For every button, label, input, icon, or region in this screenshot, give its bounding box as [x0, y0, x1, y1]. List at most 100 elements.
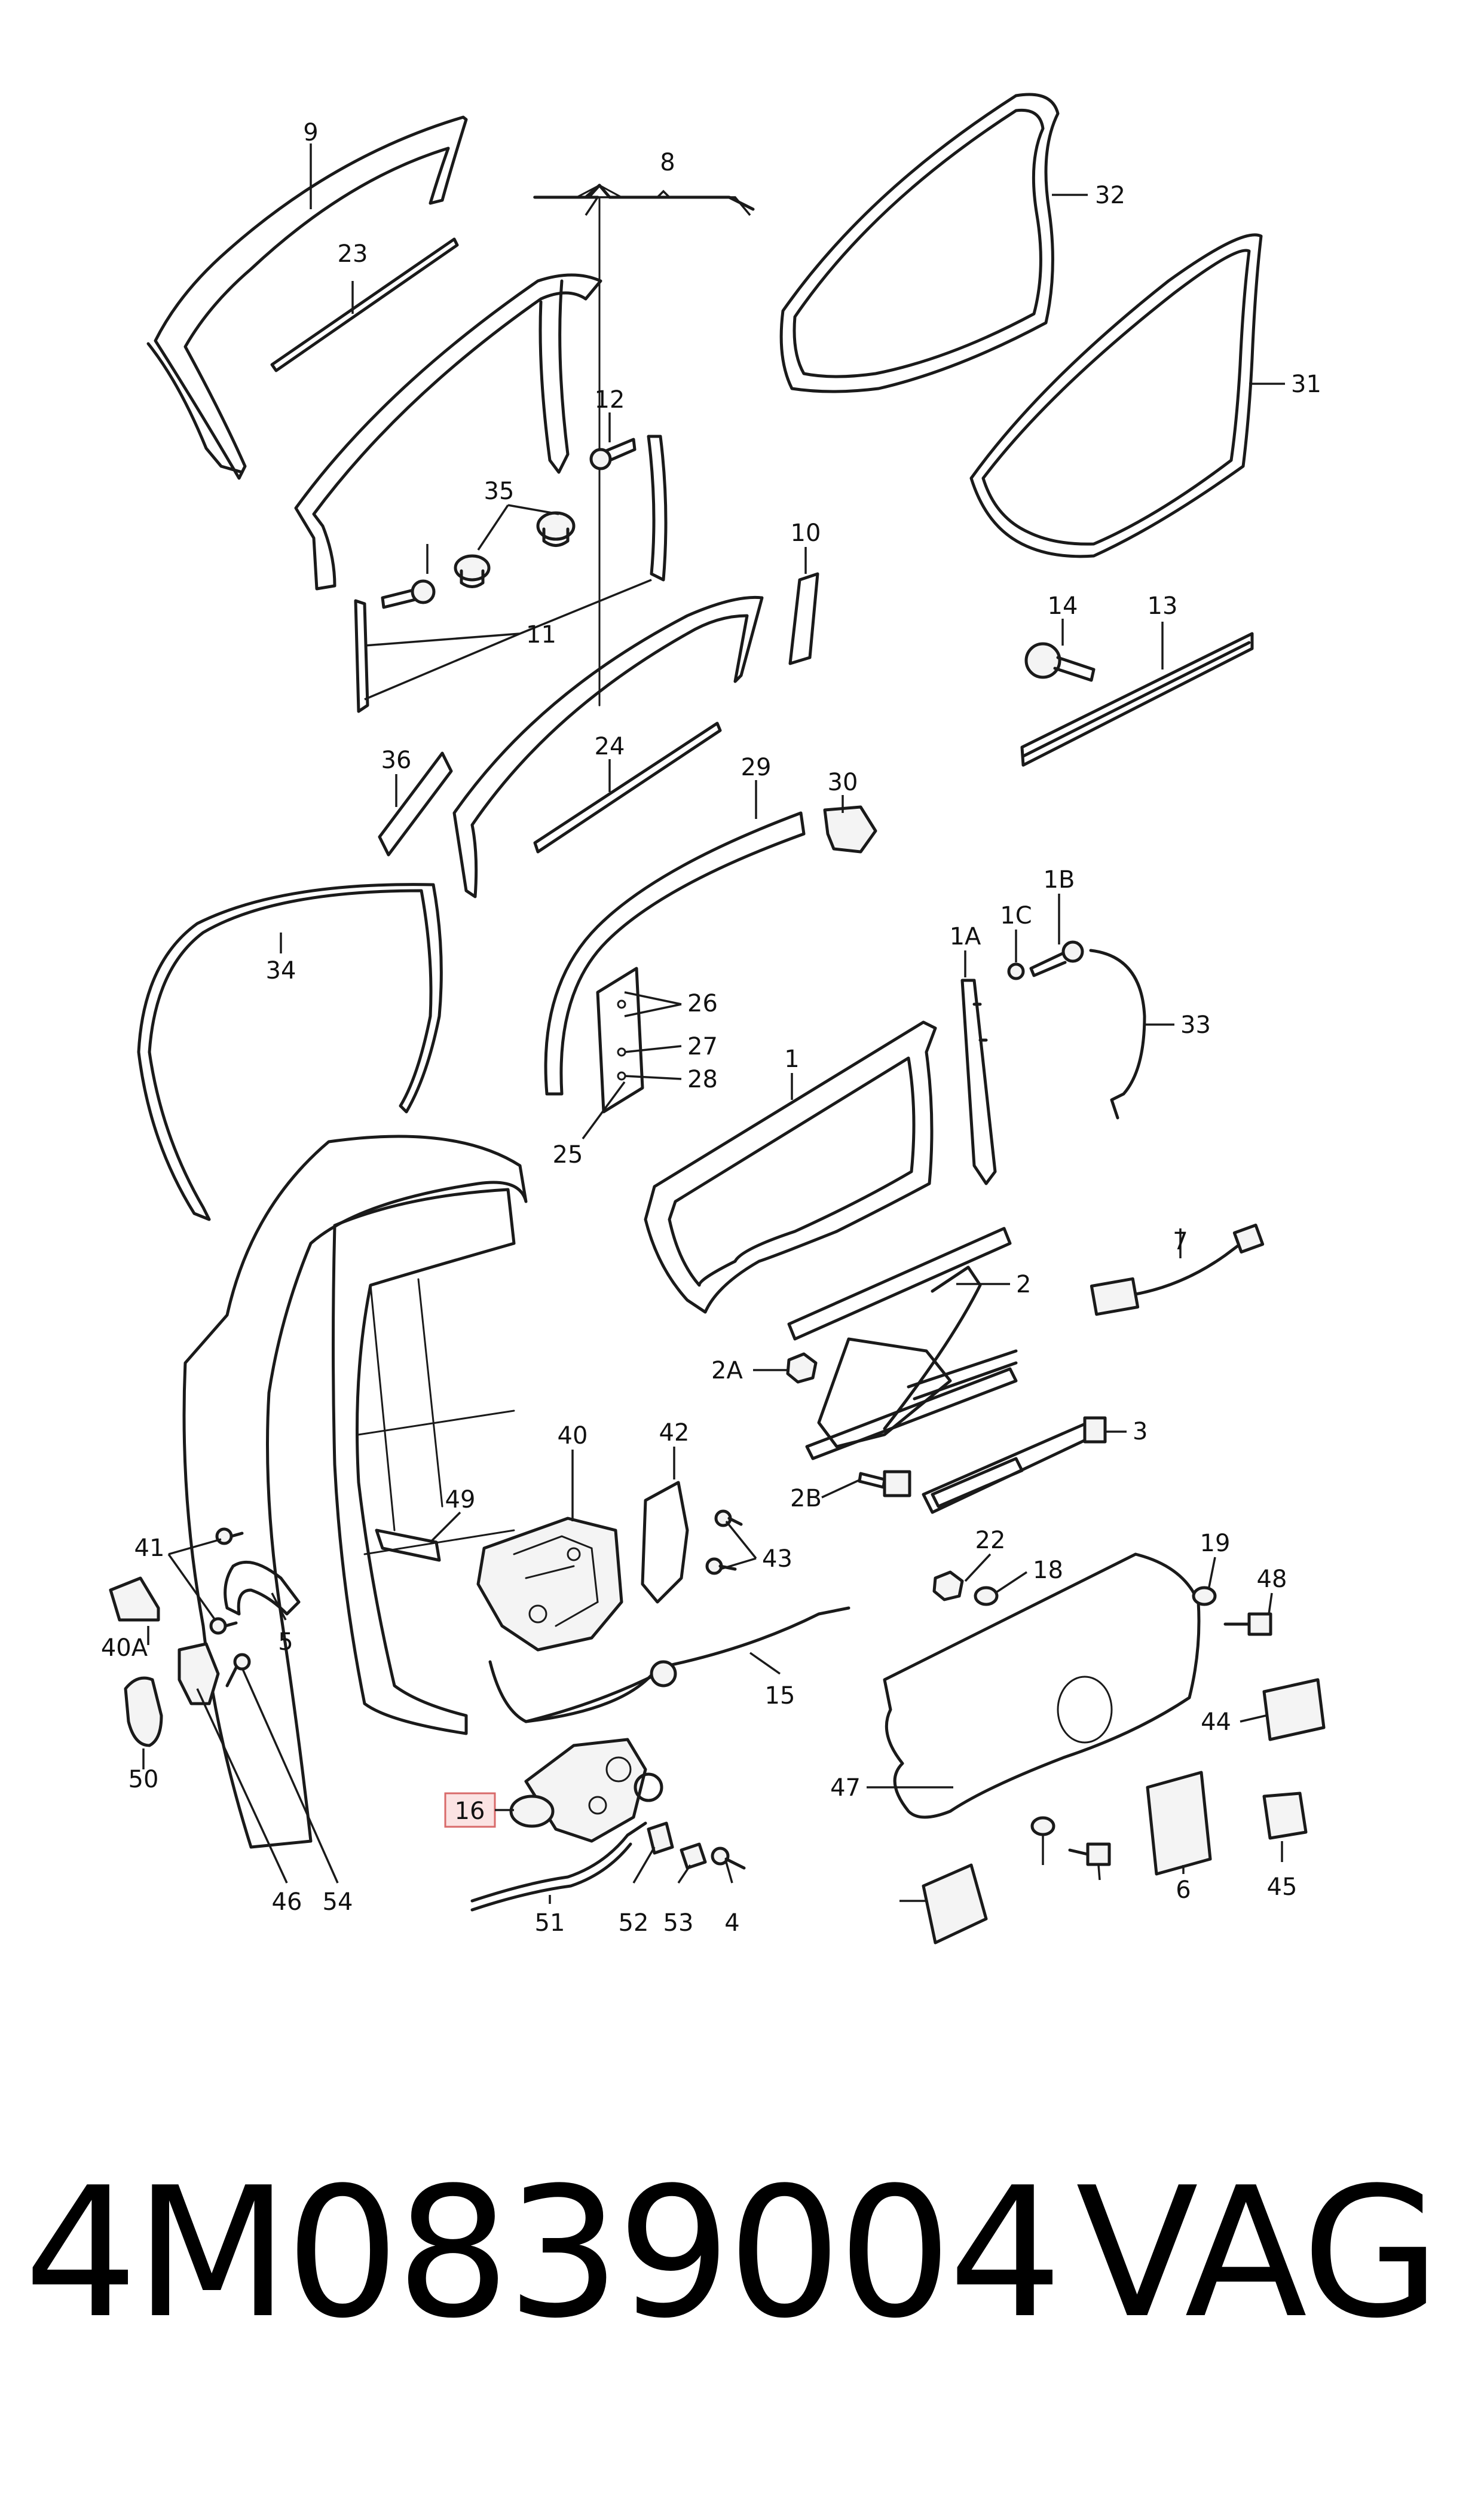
callout-label: 14: [1048, 592, 1078, 620]
callout-label: 27: [687, 1033, 718, 1060]
callout-label: 31: [1291, 371, 1321, 398]
callout-label: 50: [128, 1766, 159, 1793]
callout-label: 25: [553, 1141, 583, 1169]
callout-label: 1C: [1000, 902, 1032, 930]
leader-lines: [142, 143, 1285, 1904]
callout-label: 35: [484, 478, 515, 505]
callout-label: 6: [1176, 1876, 1191, 1904]
callout-label: 52: [619, 1909, 649, 1937]
callout-label: 19: [1200, 1530, 1231, 1557]
callout-label: 9: [303, 119, 318, 146]
part-15-panel: [883, 1552, 1201, 1819]
part-34-seal: [137, 883, 443, 1221]
callout-label: 13: [1148, 592, 1178, 620]
part-27-clip: [617, 1047, 626, 1057]
part-40-lock: [476, 1517, 623, 1652]
part-54-cable: [470, 1821, 647, 1912]
part-41-screws: [209, 1527, 244, 1635]
part-51-sleeve: [647, 1821, 674, 1855]
callout-label: 3: [1133, 1418, 1148, 1445]
part-50-actuator: [509, 1738, 663, 1843]
part-32-seal: [779, 93, 1060, 393]
part-52-bush: [680, 1842, 707, 1870]
callout-label: 30: [828, 769, 858, 796]
part-23-strip: [270, 237, 459, 372]
brand-name: VAG: [1076, 2149, 1440, 2358]
part-48-bumper: [109, 1576, 160, 1622]
exploded-parts-diagram: 9 23 8 32 31 12 35 11 10 14 13 36 24 29 …: [101, 93, 1326, 1945]
part-45-striker-plate: [178, 1642, 220, 1705]
callout-label: 2B: [790, 1485, 822, 1512]
callout-label: 41: [134, 1534, 165, 1562]
part-15-hole: [1057, 1676, 1113, 1744]
callout-label: 33: [1180, 1011, 1211, 1039]
callout-label: 1: [784, 1045, 799, 1073]
part-1A-guide-rail: [960, 979, 997, 1185]
part-2-regulator: [787, 1227, 1018, 1460]
part-22-nut: [932, 1570, 964, 1601]
part-13-rail: [1020, 632, 1254, 767]
part-number: 4M0839004: [24, 2149, 1063, 2358]
door-inner-panel: [332, 1188, 516, 1735]
callout-label: 49: [445, 1486, 476, 1514]
callout-label: 2: [1016, 1271, 1031, 1298]
part-49-rod: [375, 1528, 441, 1562]
callout-label: 2A: [711, 1357, 743, 1384]
callout-label: 5: [278, 1628, 293, 1656]
part-7-harness: [1090, 1224, 1265, 1316]
callout-label: 36: [381, 747, 412, 774]
callout-label: 42: [659, 1419, 690, 1447]
part-3-rail: [922, 1421, 1099, 1514]
callout-label: 40: [558, 1422, 588, 1450]
part-53-screw: [711, 1847, 746, 1870]
part-25-plate: [596, 967, 644, 1114]
part-8-inner-frame: [452, 595, 764, 898]
part-2B-bolt: [858, 1470, 911, 1497]
callout-label: 44: [1201, 1708, 1231, 1736]
footer: 4M0839004 VAG: [0, 2128, 1484, 2379]
callout-label: 34: [266, 957, 296, 985]
part-24-strip: [533, 722, 722, 854]
callout-label: 43: [762, 1545, 793, 1573]
callout-label: 22: [975, 1527, 1006, 1554]
part-42-cover: [641, 1481, 689, 1604]
part-44-sleeve: [650, 1660, 677, 1687]
part-36-strip: [378, 751, 453, 857]
callout-label: 10: [791, 519, 821, 547]
callout-label: 24: [595, 733, 625, 760]
callout-label: 46: [272, 1888, 302, 1916]
part-5-switch: [1262, 1678, 1326, 1741]
part-12-bolts: [381, 438, 637, 609]
part-33-cable: [1089, 949, 1146, 1120]
part-18-washer-b: [1192, 1586, 1217, 1606]
part-19-bolt-a: [1223, 1612, 1272, 1636]
part-3-clip: [1083, 1416, 1107, 1444]
callout-label: 11: [526, 621, 556, 649]
part-10-trim: [788, 572, 819, 665]
part-18-washer-a: [974, 1586, 999, 1606]
door-shell: [182, 1135, 528, 1849]
callout-label: 18: [1033, 1557, 1063, 1584]
part-2A-nut: [786, 1352, 818, 1384]
callout-label: 26: [687, 990, 718, 1017]
part-14-bolt: [1024, 642, 1096, 682]
part-26-clip: [617, 999, 626, 1009]
callout-label: 53: [663, 1909, 694, 1937]
callout-label: 23: [338, 240, 368, 268]
callout-label: 1A: [950, 923, 981, 950]
door-inner-ribs: [357, 1278, 515, 1555]
callout-50-highlight: [444, 1792, 496, 1828]
part-19-bolt-b: [1068, 1842, 1111, 1866]
callout-label: 28: [687, 1066, 718, 1093]
callout-label: 29: [741, 754, 772, 781]
callout-label: 54: [323, 1888, 353, 1916]
callout-label: 7: [1173, 1228, 1188, 1255]
part-46-screw: [225, 1653, 251, 1687]
part-1B-screw: [1029, 940, 1084, 977]
part-8-bracket: [585, 189, 751, 216]
part-31-seal: [969, 233, 1263, 558]
part-28-clip: [617, 1071, 626, 1081]
part-1-carrier: [644, 1020, 937, 1314]
part-9-window-trim: [146, 115, 468, 480]
part-44-cable-inner: [524, 1672, 659, 1723]
